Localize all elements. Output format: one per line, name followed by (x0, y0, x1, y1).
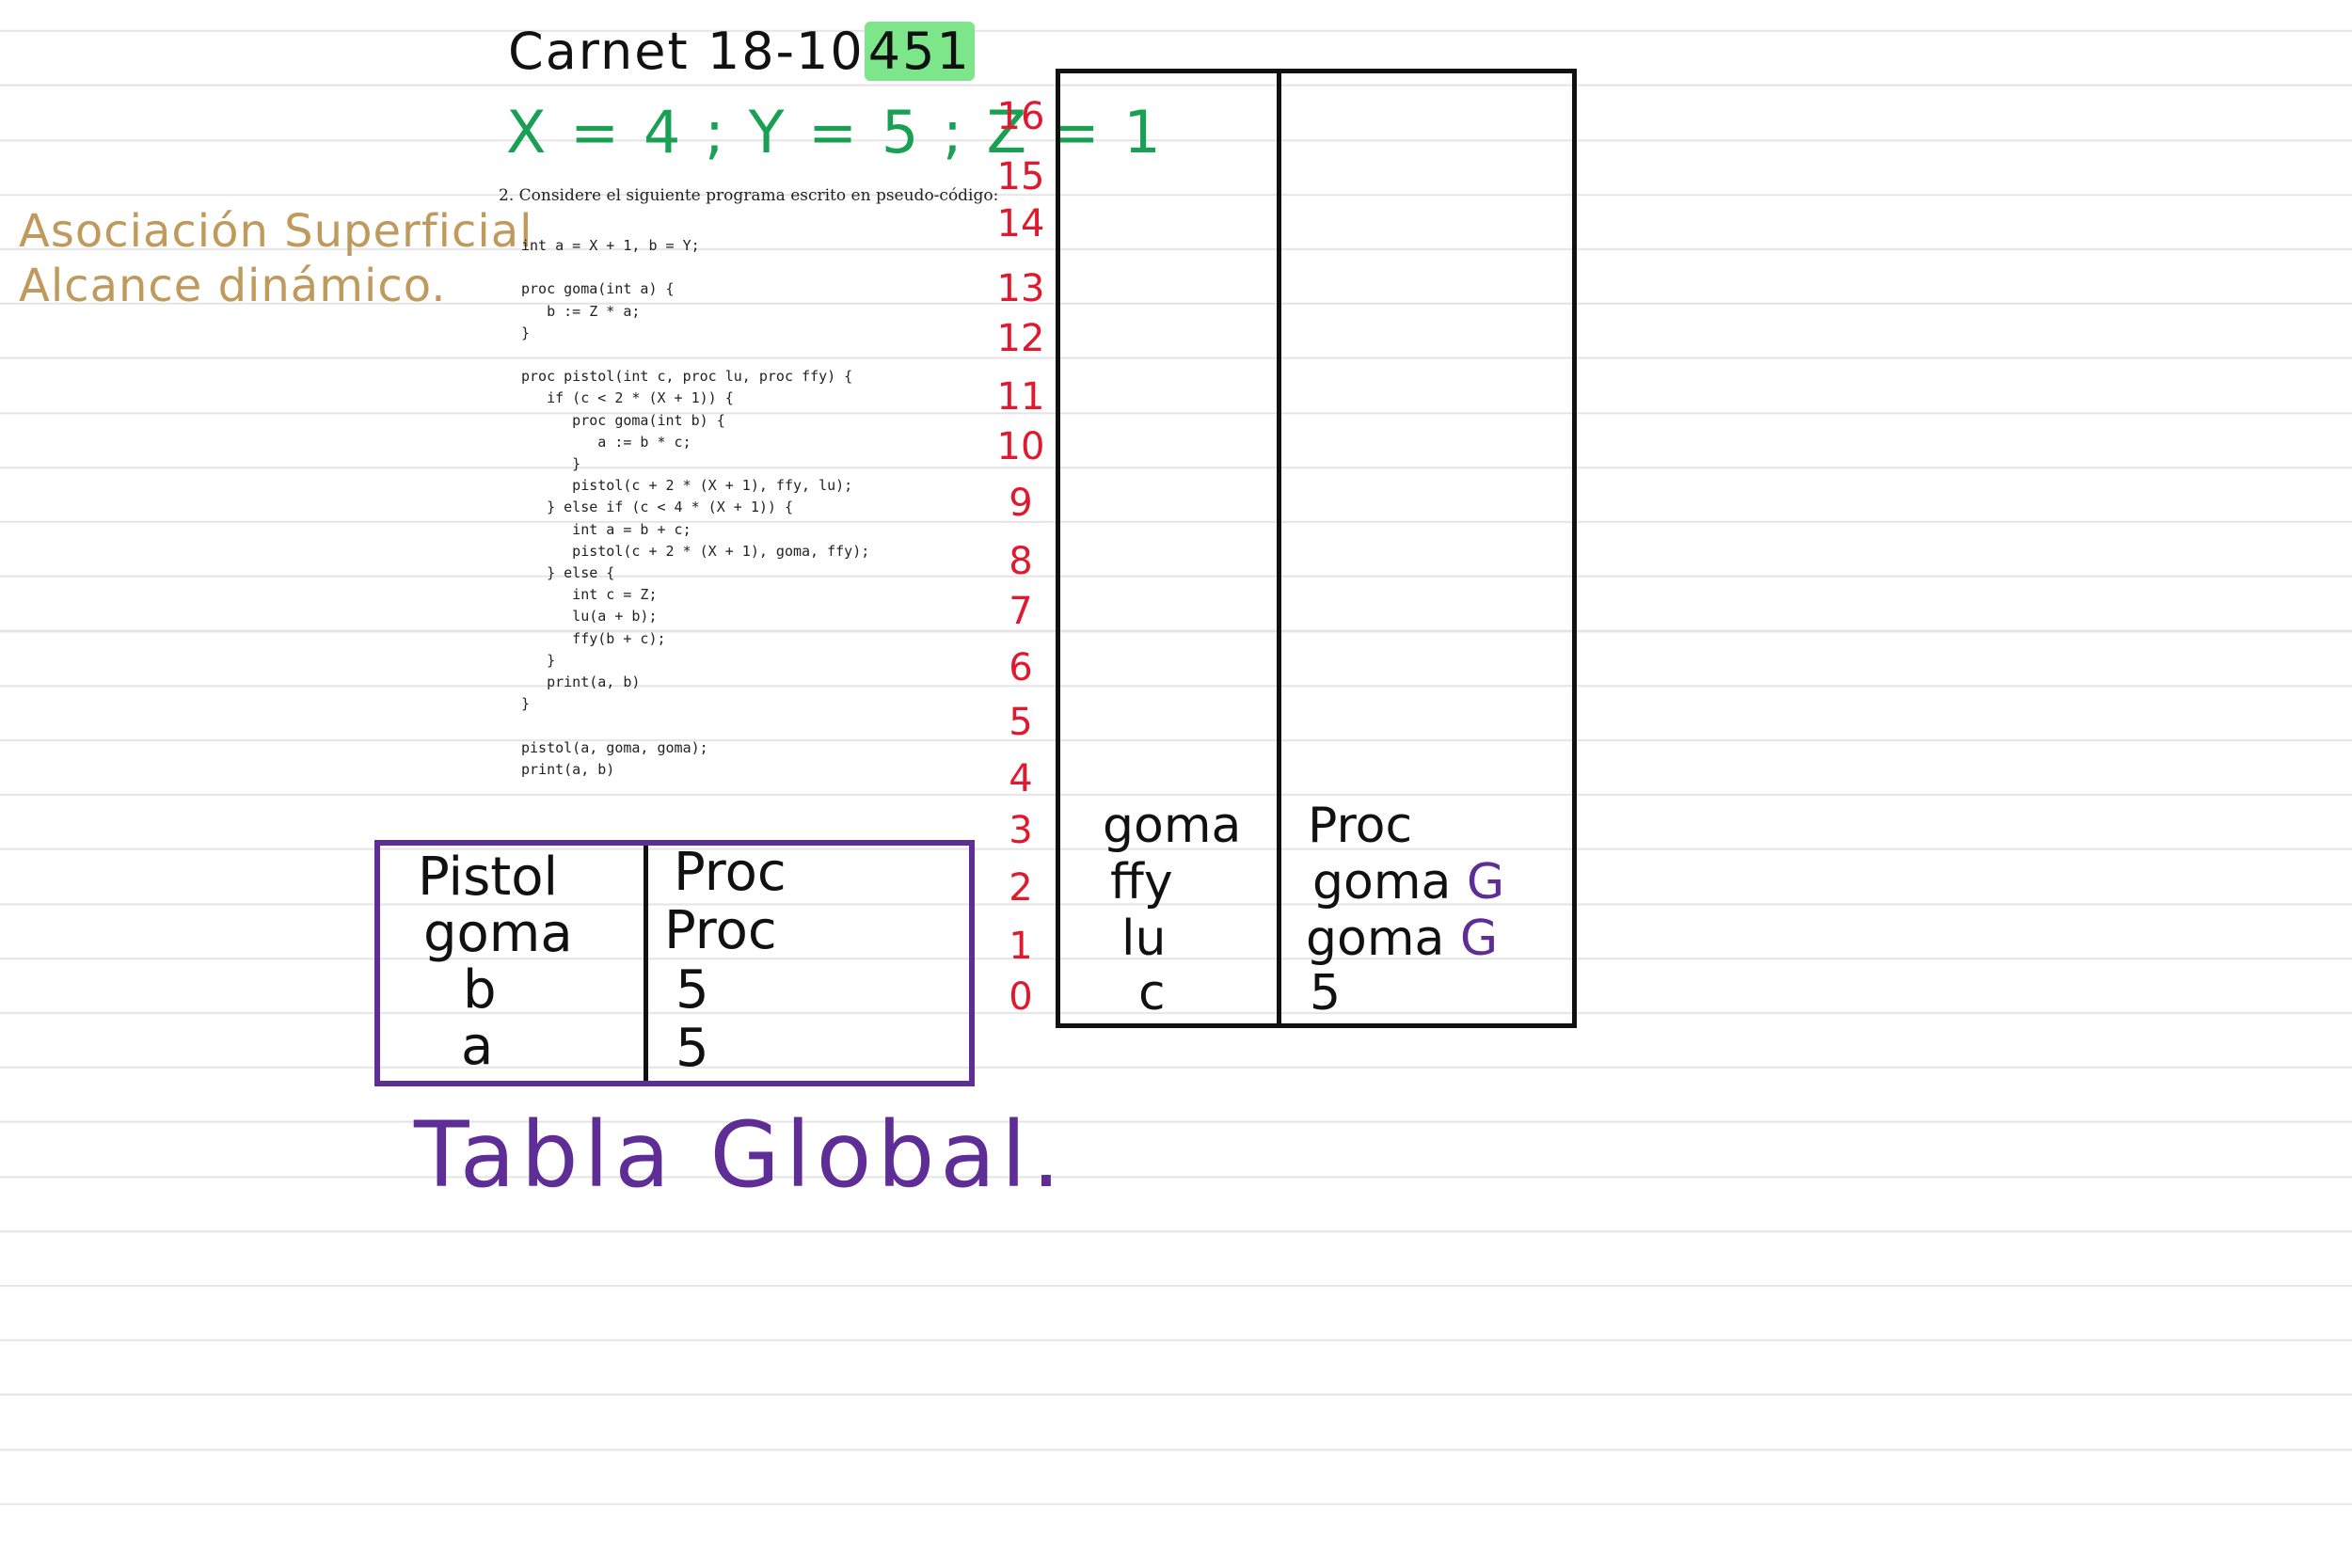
note-association: Asociación Superficial (19, 205, 533, 258)
row-number-2: 2 (1009, 866, 1033, 910)
carnet-heading: Carnet 18-10451 (508, 22, 975, 81)
global-table-divider (644, 846, 648, 1081)
problem-statement: 2. Considere el siguiente programa escri… (499, 186, 999, 205)
stack-row-2-value: goma G (1312, 854, 1505, 911)
row-number-1: 1 (1009, 925, 1033, 968)
row-number-12: 12 (996, 317, 1045, 360)
row-number-0: 0 (1009, 975, 1033, 1019)
stack-row-1-name: lu (1121, 911, 1167, 967)
row-number-11: 11 (996, 375, 1045, 419)
stack-row-3-value: Proc (1308, 798, 1413, 854)
row-number-9: 9 (1009, 482, 1033, 525)
global-row-value: Proc (674, 842, 787, 903)
stack-row-3-name: goma (1103, 798, 1242, 854)
row-number-10: 10 (996, 425, 1045, 468)
carnet-prefix: 18-10 (707, 22, 865, 81)
stack-table (1056, 69, 1577, 1028)
global-table (374, 840, 975, 1086)
stack-divider (1277, 73, 1281, 1023)
global-row-name: Pistol (418, 847, 559, 908)
row-number-4: 4 (1009, 757, 1033, 800)
stack-row-0-name: c (1138, 965, 1166, 1022)
carnet-label: Carnet (508, 22, 690, 81)
global-marker: G (1459, 911, 1499, 967)
pseudo-code: int a = X + 1, b = Y; proc goma(int a) {… (521, 237, 870, 778)
global-row-name: a (461, 1016, 494, 1077)
global-table-title: Tabla Global. (414, 1102, 1067, 1208)
stack-row-0-value: 5 (1310, 965, 1342, 1022)
global-row-name: goma (423, 903, 573, 964)
row-number-5: 5 (1009, 701, 1033, 744)
stack-row-2-name: ffy (1110, 854, 1173, 911)
stack-row-1-value: goma G (1306, 911, 1499, 967)
row-number-14: 14 (996, 202, 1045, 245)
row-number-8: 8 (1009, 540, 1033, 583)
row-number-15: 15 (996, 155, 1045, 198)
row-number-7: 7 (1009, 590, 1033, 633)
carnet-highlight: 451 (864, 22, 975, 81)
note-scope: Alcance dinámico. (19, 260, 447, 312)
global-row-value: 5 (675, 959, 709, 1021)
row-number-13: 13 (996, 267, 1045, 310)
global-row-value: 5 (675, 1018, 709, 1079)
global-row-value: Proc (664, 900, 777, 961)
variables-line: X = 4 ; Y = 5 ; Z = 1 (506, 98, 1164, 166)
row-number-3: 3 (1009, 809, 1033, 852)
row-number-6: 6 (1009, 646, 1033, 689)
row-number-16: 16 (996, 95, 1045, 138)
global-row-name: b (463, 959, 497, 1021)
global-marker: G (1466, 854, 1505, 911)
